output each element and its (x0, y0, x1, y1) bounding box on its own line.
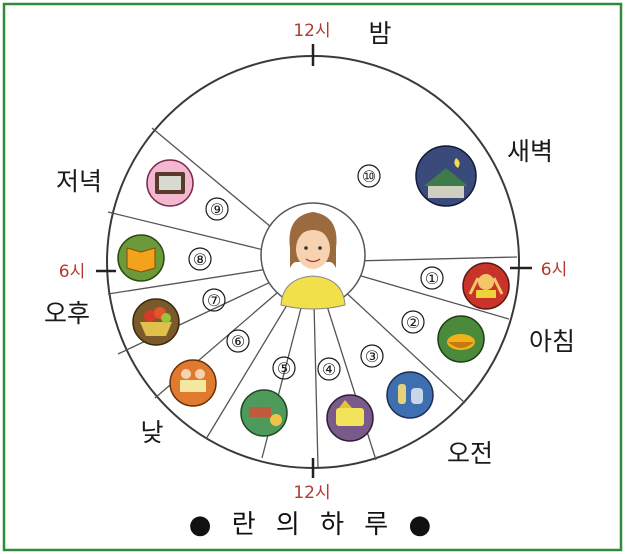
sector-number-6: ⑥ (231, 332, 245, 351)
diagram-title: ● 란 의 하 루 ● (189, 510, 437, 540)
sector-number-10: ⑩ (362, 167, 376, 186)
waking-up-icon (462, 262, 510, 310)
period-forenoon: 오전 (447, 439, 493, 468)
sector-number-3: ③ (365, 347, 379, 366)
sector-number-5: ⑤ (277, 359, 291, 378)
clock-label-top: 12시 (293, 21, 330, 41)
toiletries-icon (386, 371, 434, 419)
period-dawn: 새벽 (507, 137, 553, 166)
fruit-basket-icon (132, 298, 180, 346)
sector-number-8: ⑧ (193, 250, 207, 269)
period-morning: 아침 (529, 327, 575, 356)
eating-lunch-icon (240, 389, 288, 437)
clock-label-right: 6시 (541, 260, 567, 280)
reading-book-icon (117, 234, 165, 282)
sector-numbers: ① ② ③ ④ ⑤ ⑥ ⑦ ⑧ ⑨ ⑩ (188, 164, 444, 381)
girl-avatar (260, 202, 366, 310)
television-icon (146, 159, 194, 207)
sector-number-7: ⑦ (207, 291, 221, 310)
sector-number-2: ② (406, 313, 420, 332)
period-evening: 저녁 (56, 167, 102, 196)
sector-number-1: ① (425, 269, 439, 288)
studying-icon (169, 359, 217, 407)
school-bag-icon (326, 394, 374, 442)
period-noon-day: 낮 (140, 418, 163, 447)
period-afternoon: 오후 (44, 299, 90, 328)
cooking-pot-icon (437, 315, 485, 363)
sector-number-4: ④ (322, 360, 336, 379)
sector-number-9: ⑨ (210, 200, 224, 219)
period-night: 밤 (368, 19, 391, 48)
clock-label-bottom: 12시 (293, 483, 330, 503)
clock-label-left: 6시 (59, 262, 85, 282)
clock-ticks (96, 44, 532, 478)
sleeping-house-icon (415, 145, 477, 207)
